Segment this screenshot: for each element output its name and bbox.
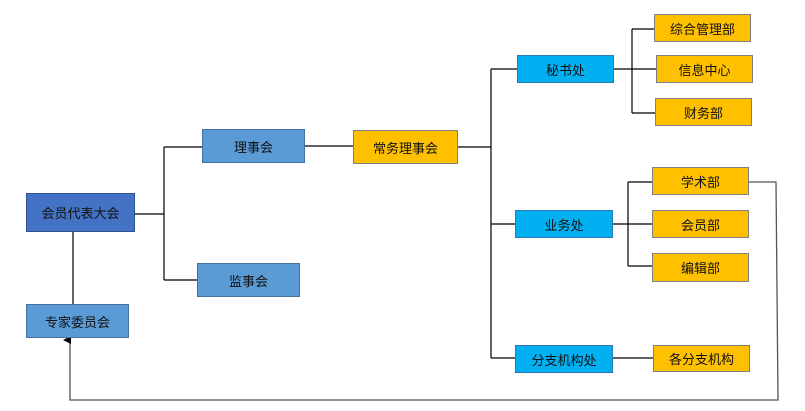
node-membership: 会员部 [652,210,749,238]
line-secretariat-depts [614,28,656,114]
node-general-mgmt: 综合管理部 [654,14,751,42]
node-branches-office: 分支机构处 [515,345,613,373]
node-experts: 专家委员会 [26,304,129,338]
node-editorial: 编辑部 [652,253,749,282]
line-business-depts [613,181,652,267]
node-finance: 财务部 [655,98,752,126]
node-business: 业务处 [515,210,613,238]
node-assembly: 会员代表大会 [26,193,135,232]
node-council: 理事会 [202,129,305,163]
node-secretariat: 秘书处 [517,55,614,83]
node-branches: 各分支机构 [653,345,750,372]
line-standing-offices [458,68,517,359]
node-supervisors: 监事会 [197,263,300,297]
feedback-arrow-line [63,181,779,401]
line-assembly-bracket [135,146,202,281]
node-standing-council: 常务理事会 [353,130,458,164]
node-academic: 学术部 [652,167,749,195]
node-info-center: 信息中心 [656,55,753,83]
